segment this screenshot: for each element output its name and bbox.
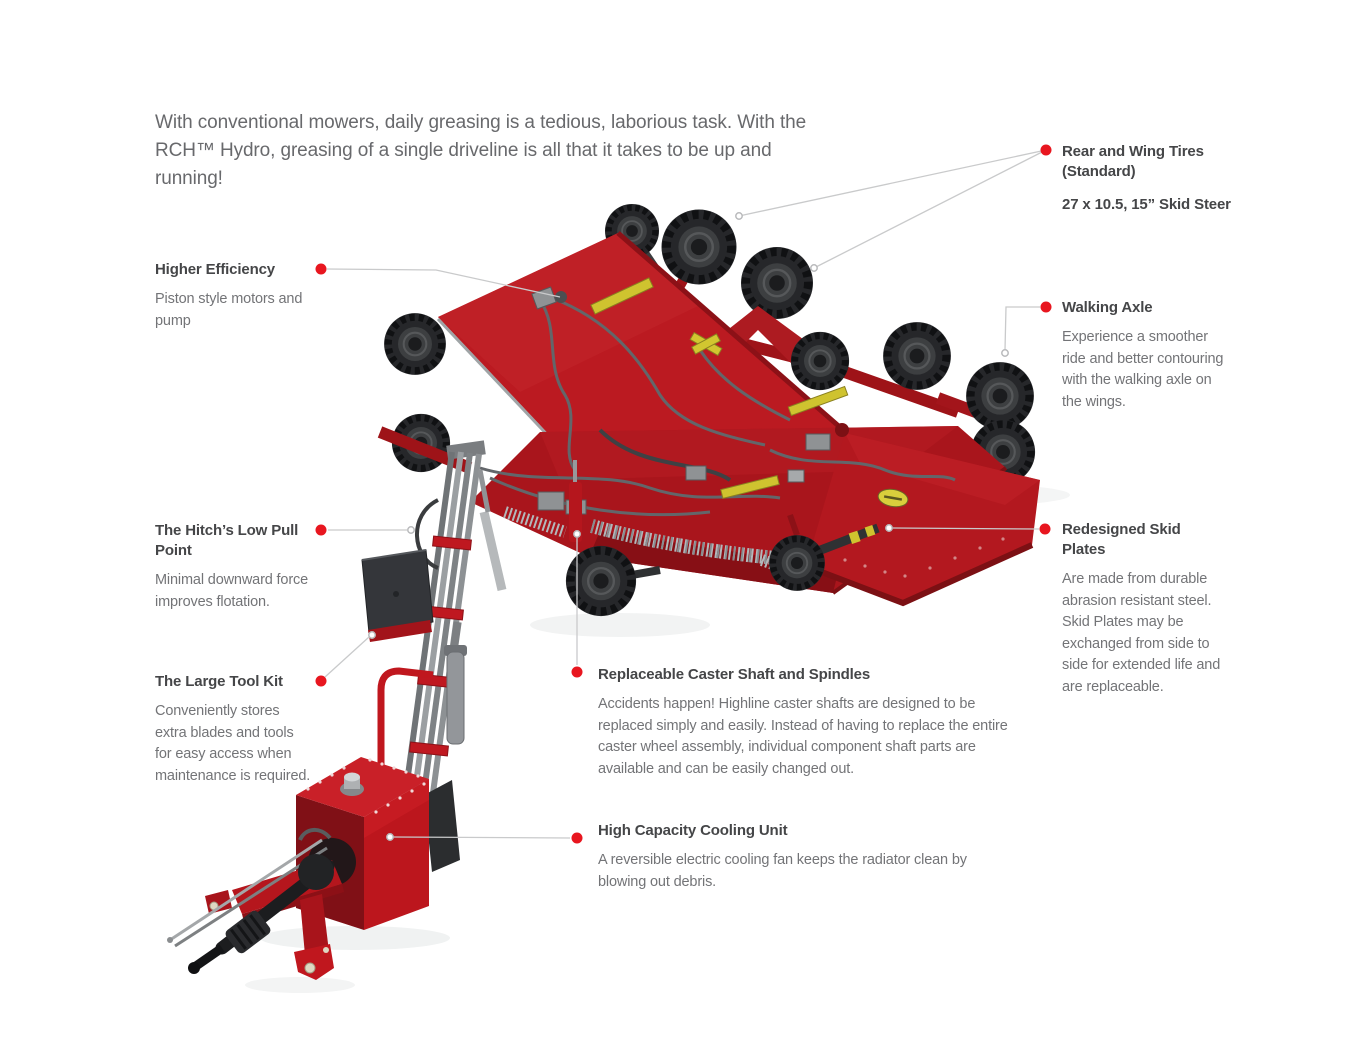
callout-title: Walking Axle	[1062, 299, 1153, 316]
callout-title: Redesigned Skid Plates	[1062, 521, 1181, 558]
leader-endpoint-circle	[810, 264, 818, 272]
callout-dot-higher-efficiency	[315, 263, 327, 275]
hitch-cylinder	[479, 510, 507, 592]
callout-dot-tool-kit	[315, 675, 327, 687]
tire	[791, 332, 849, 390]
wing-hinge	[835, 423, 849, 437]
callout-walking-axle: Walking Axle Experience a smoother ride …	[1062, 298, 1234, 413]
tire	[662, 210, 737, 285]
driveline-guard	[720, 475, 780, 499]
callout-higher-efficiency: Higher Efficiency Piston style motors an…	[155, 260, 307, 332]
chain-curtain	[503, 506, 567, 538]
callout-replaceable-caster-shaft: Replaceable Caster Shaft and Spindles Ac…	[598, 665, 1010, 780]
pto-coupler	[225, 910, 271, 954]
skid-plate-rivets	[843, 537, 1005, 578]
cooling-unit	[296, 757, 460, 930]
leader-lines	[324, 149, 1047, 839]
callout-dot-cooling	[571, 832, 583, 844]
callout-large-tool-kit: The Large Tool Kit Conveniently stores e…	[155, 672, 313, 787]
callout-title: Higher Efficiency	[155, 261, 275, 278]
driveline-guard	[787, 385, 849, 417]
leader-endpoints	[368, 212, 1009, 841]
tool-box	[361, 549, 434, 642]
leader-line	[326, 268, 561, 298]
callout-dot-skid-plates	[1039, 523, 1051, 535]
leader-endpoint-circle	[735, 212, 743, 220]
driveline-guard	[590, 277, 654, 315]
callout-body: Accidents happen! Highline caster shafts…	[598, 696, 1008, 777]
leader-line	[324, 636, 370, 678]
callout-body: Are made from durable abrasion resistant…	[1062, 571, 1221, 695]
tire	[883, 322, 951, 390]
leader-endpoint-circle	[885, 524, 893, 532]
leader-line	[813, 149, 1047, 269]
callout-title: Replaceable Caster Shaft and Spindles	[598, 666, 871, 683]
hitch-frame	[370, 621, 467, 780]
callout-redesigned-skid-plates: Redesigned Skid Plates Are made from dur…	[1062, 520, 1224, 698]
hitch-driveline	[167, 828, 344, 980]
valve-block	[537, 491, 565, 511]
callout-spec: 27 x 10.5, 15” Skid Steer	[1062, 196, 1231, 213]
callout-title: The Large Tool Kit	[155, 673, 283, 690]
callout-body: Conveniently stores extra blades and too…	[155, 703, 311, 784]
hydraulic-hose	[538, 299, 577, 471]
callout-rear-and-wing-tires: Rear and Wing Tires (Standard) 27 x 10.5…	[1062, 142, 1242, 213]
tire	[769, 535, 825, 591]
leader-endpoint-circle	[368, 631, 376, 639]
callout-body: Minimal downward force improves flotatio…	[155, 572, 309, 610]
tire	[966, 362, 1034, 430]
callout-dots	[315, 144, 1052, 844]
callout-body: Piston style motors and pump	[155, 291, 303, 329]
callout-title: High Capacity Cooling Unit	[598, 822, 788, 839]
tire	[384, 313, 446, 375]
leader-line	[392, 836, 571, 839]
right-wing-deck	[804, 423, 1040, 607]
rivets	[306, 758, 426, 814]
callout-dot-hitch	[315, 524, 327, 536]
callout-title: The Hitch’s Low Pull Point	[155, 522, 299, 559]
leader-line	[892, 527, 1040, 530]
intro-paragraph: With conventional mowers, daily greasing…	[155, 112, 807, 189]
brand-logo-badge	[877, 488, 909, 508]
leader-endpoint-circle	[386, 833, 394, 841]
callout-dot-rear-tires	[1040, 144, 1052, 156]
callout-high-capacity-cooling-unit: High Capacity Cooling Unit A reversible …	[598, 821, 970, 893]
leader-endpoint-circle	[1001, 349, 1009, 357]
caster-wheels	[566, 514, 880, 616]
callout-dot-caster	[571, 666, 583, 678]
deck-cylinder	[569, 482, 582, 542]
jack-cylinder	[446, 651, 465, 745]
hydraulic-toplink	[689, 331, 723, 357]
callout-body: Experience a smoother ride and better co…	[1062, 329, 1224, 410]
leader-line	[738, 149, 1047, 217]
leader-endpoint-circle	[407, 526, 415, 534]
callout-body: A reversible electric cooling fan keeps …	[598, 852, 967, 890]
clevis-hitch	[294, 944, 334, 980]
callout-title: Rear and Wing Tires (Standard)	[1062, 143, 1204, 180]
callout-dot-walking-axle	[1040, 301, 1052, 313]
leader-line	[1004, 306, 1040, 351]
tire	[741, 247, 813, 319]
leader-endpoint-circle	[573, 530, 581, 538]
callout-hitch-low-pull-point: The Hitch’s Low Pull Point Minimal downw…	[155, 521, 313, 613]
